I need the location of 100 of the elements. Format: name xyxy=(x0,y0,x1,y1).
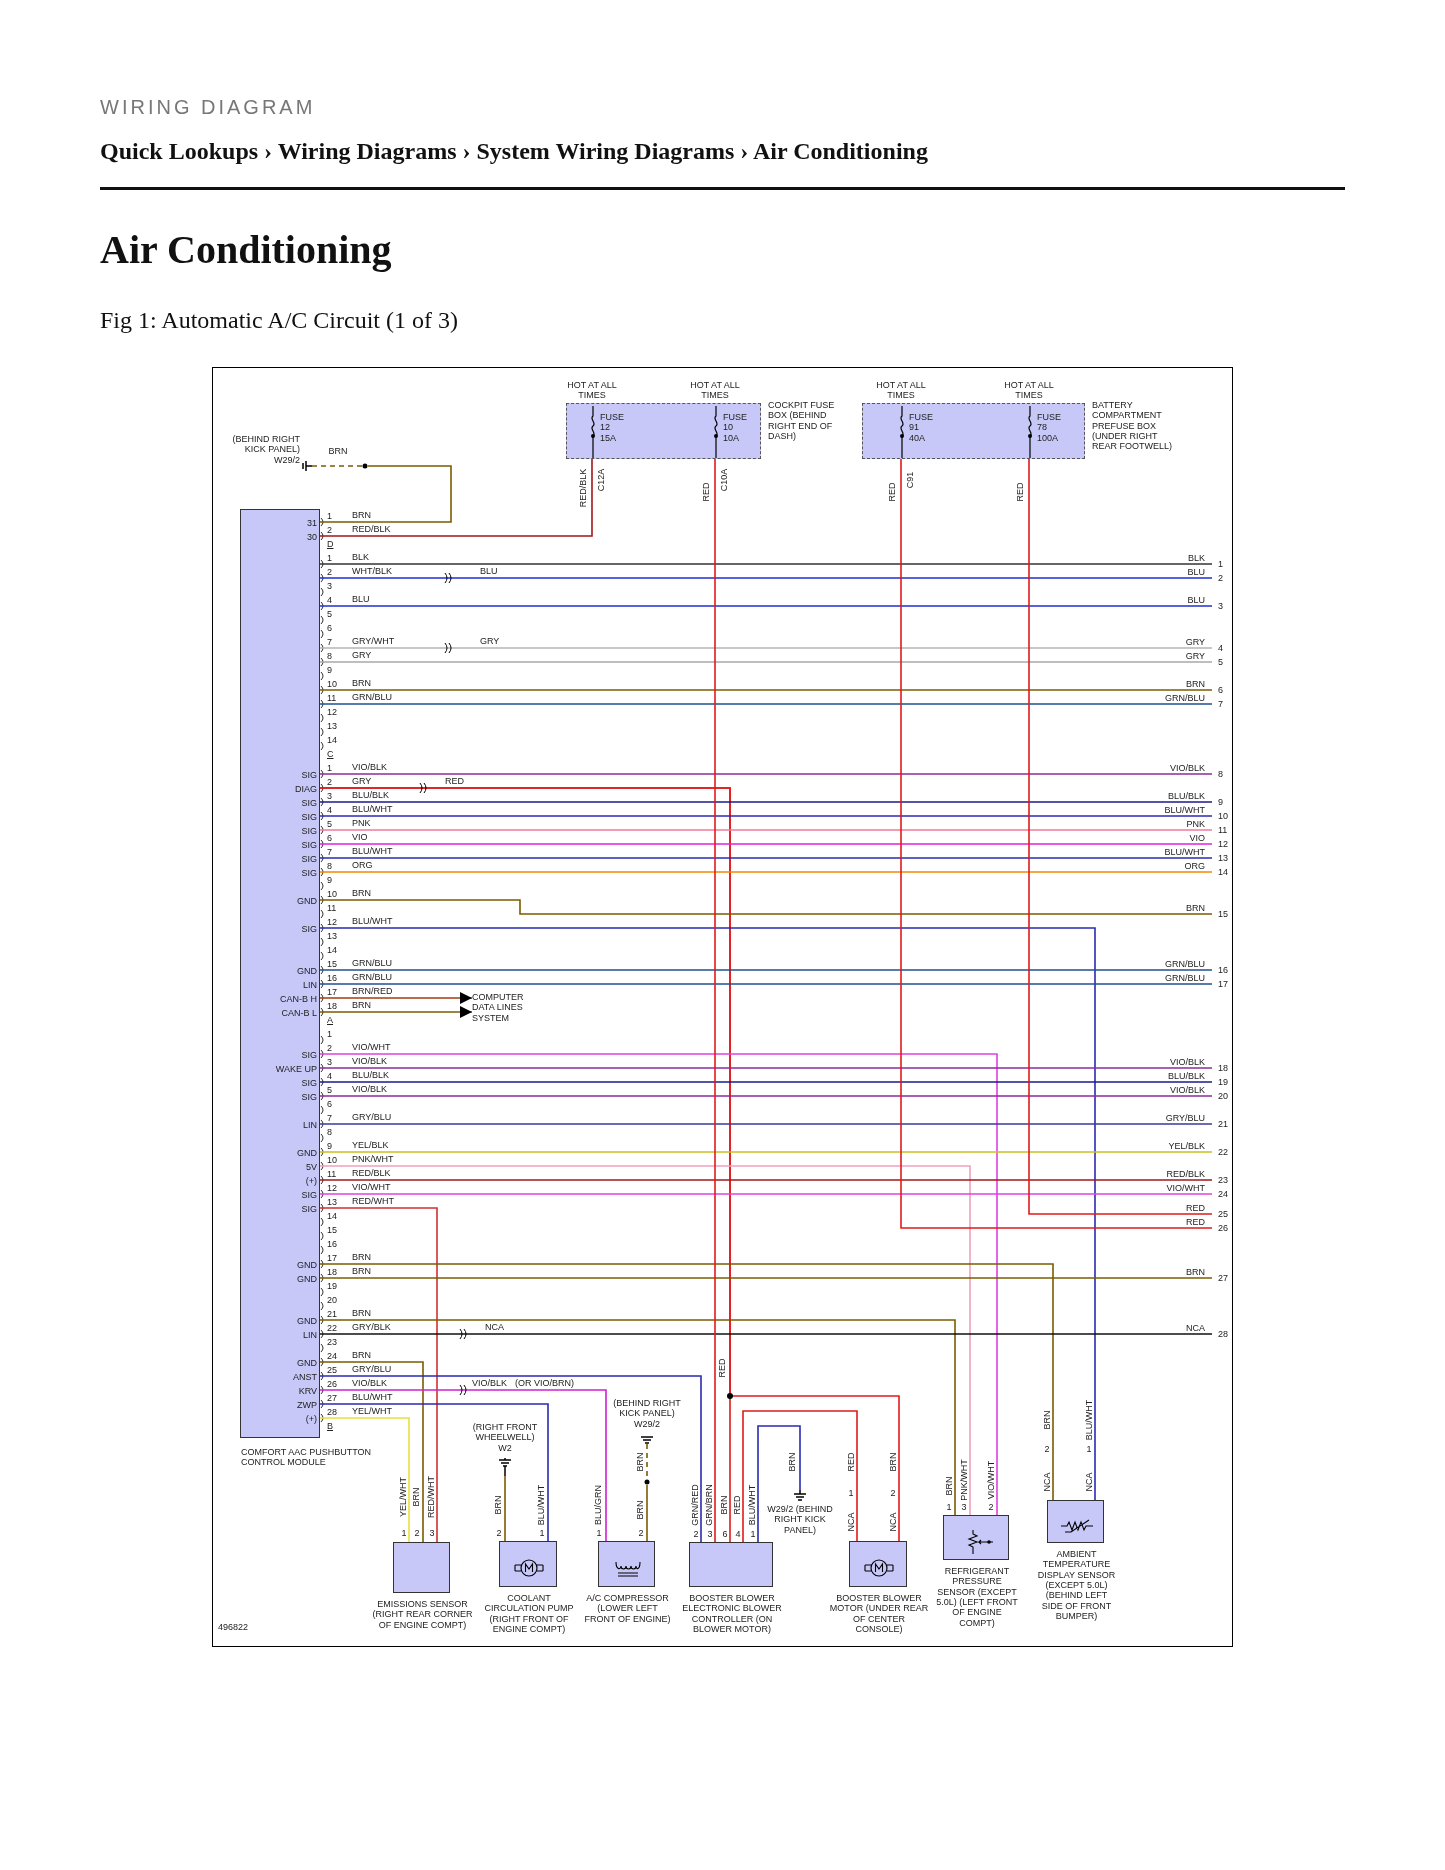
pin-number: 3 xyxy=(327,1057,332,1068)
pin-number: 18 xyxy=(327,1001,337,1012)
fuse-box-label: BATTERY COMPARTMENT PREFUSE BOX (UNDER RIGHT REAR FOOTWELL) xyxy=(1092,400,1173,452)
wire-color-label: BRN xyxy=(1186,903,1205,914)
wire xyxy=(319,563,1213,565)
wire-color-label: BLU xyxy=(1187,567,1205,578)
circuit-number: 9 xyxy=(1218,797,1223,808)
wire-color-label: BLU xyxy=(352,594,370,605)
wire-color-label: (OR VIO/BRN) xyxy=(515,1378,574,1389)
wire-color-label: GRY/WHT xyxy=(352,636,395,647)
wire-color-label: GRN/BLU xyxy=(352,958,392,969)
pin-number: 2 xyxy=(638,1528,644,1539)
wire xyxy=(319,1319,956,1516)
pin-number: 22 xyxy=(327,1323,337,1334)
pin-number: 6 xyxy=(722,1529,728,1540)
pin-number: 1 xyxy=(327,553,332,564)
wire-color-label: BRN xyxy=(1186,1267,1205,1278)
pin-label: ZWP xyxy=(297,1400,317,1411)
pin-label: CAN-B L xyxy=(281,1008,317,1019)
pin-number: 1 xyxy=(848,1488,854,1499)
pin-number: 11 xyxy=(327,903,337,914)
circuit-number: 14 xyxy=(1218,867,1228,878)
pin-number: 10 xyxy=(327,679,337,690)
wire-color-label: VIO/WHT xyxy=(985,1460,997,1500)
wire-color-label: BRN xyxy=(943,1476,955,1496)
pin-number: 14 xyxy=(327,1211,337,1222)
pin-number: HOT AT ALL TIMES xyxy=(1003,380,1055,401)
pin-number: 1 xyxy=(327,763,332,774)
wire-color-label: VIO/WHT xyxy=(1166,1183,1205,1194)
wire-color-label: BLU/WHT xyxy=(352,804,393,815)
pin-label: LIN xyxy=(303,1120,317,1131)
wire xyxy=(319,927,1096,1501)
wire-color-label: GRY xyxy=(1185,651,1205,662)
circuit-number: 13 xyxy=(1218,853,1228,864)
connector-label: D xyxy=(327,539,334,550)
wire xyxy=(319,703,1213,705)
pin-number: 1 xyxy=(596,1528,602,1539)
wire-color-label: BLU/WHT xyxy=(535,1484,547,1526)
wire-color-label: C12A xyxy=(595,468,607,492)
circuit-number: 4 xyxy=(1218,643,1223,654)
pin-number: 6 xyxy=(327,623,332,634)
wire-color-label: ORG xyxy=(352,860,373,871)
wire-color-label: PNK/WHT xyxy=(352,1154,394,1165)
wire xyxy=(319,605,1213,607)
wire-color-label: BLU/WHT xyxy=(352,916,393,927)
wire-color-label: BRN xyxy=(634,1500,646,1520)
fuse-label: FUSE 10 10A xyxy=(723,412,747,444)
wire xyxy=(319,787,900,1542)
wire-color-label: VIO/WHT xyxy=(352,1182,391,1193)
pin-label: LIN xyxy=(303,980,317,991)
pin-number: 17 xyxy=(327,987,337,998)
wire xyxy=(319,661,1213,663)
pin-label: (+) xyxy=(305,1414,317,1425)
wire-color-label: GRN/BLU xyxy=(1165,959,1205,970)
wire-color-label: VIO xyxy=(352,832,368,843)
pin-number: 1 xyxy=(327,511,332,522)
component-label: EMISSIONS SENSOR (RIGHT REAR CORNER OF ENGINE COMPT) xyxy=(371,1599,474,1631)
ground-label: W29/2 (BEHIND RIGHT KICK PANEL) xyxy=(766,1504,834,1536)
pin-number: 2 xyxy=(1044,1444,1050,1455)
pin-number: 19 xyxy=(327,1281,337,1292)
wire-color-label: RED xyxy=(886,482,898,502)
circuit-number: 2 xyxy=(1218,573,1223,584)
pin-number: 2 xyxy=(327,567,332,578)
wire-color-label: BRN xyxy=(1186,679,1205,690)
pin-number: 5 xyxy=(327,609,332,620)
wire-color-label: BRN xyxy=(352,510,371,521)
wire-color-label: GRN/BRN xyxy=(703,1484,715,1526)
circuit-number: 23 xyxy=(1218,1175,1228,1186)
pin-label: 5V xyxy=(306,1162,317,1173)
wire-color-label: RED xyxy=(1014,482,1026,502)
pin-number: 4 xyxy=(327,595,332,606)
circuit-number: 27 xyxy=(1218,1273,1228,1284)
pin-number: 2 xyxy=(693,1529,699,1540)
pin-label: (+) xyxy=(305,1176,317,1187)
pin-number: 4 xyxy=(327,1071,332,1082)
wire xyxy=(742,1410,858,1543)
wire-color-label: VIO/BLK xyxy=(1170,1057,1205,1068)
ground-label: (BEHIND RIGHT KICK PANEL) W29/2 xyxy=(612,1398,682,1430)
pin-number: 1 xyxy=(1086,1444,1092,1455)
wire-color-label: RED xyxy=(1186,1217,1205,1228)
circuit-number: 12 xyxy=(1218,839,1228,850)
pin-label: KRV xyxy=(298,1386,317,1397)
wire-color-label: WHT/BLK xyxy=(352,566,392,577)
component-label: REFRIGERANT PRESSURE SENSOR (EXCEPT 5.0L) (LEFT FRONT OF ENGINE COMPT) xyxy=(935,1566,1019,1629)
pin-number: 7 xyxy=(327,847,332,858)
pin-label: WAKE UP xyxy=(275,1064,317,1075)
pin-number: 10 xyxy=(327,1155,337,1166)
pin-number: 1 xyxy=(327,1029,332,1040)
wire-color-label: C10A xyxy=(718,468,730,492)
pin-label: SIG xyxy=(301,812,317,823)
circuit-number: 6 xyxy=(1218,685,1223,696)
wire xyxy=(319,829,1213,831)
pin-label: DIAG xyxy=(295,784,317,795)
wire-color-label: VIO/BLK xyxy=(472,1378,507,1389)
wire-color-label: YEL/BLK xyxy=(352,1140,389,1151)
wire xyxy=(319,857,1213,859)
pin-label: CAN-B H xyxy=(280,994,317,1005)
wire-color-label: GRY/BLU xyxy=(352,1364,392,1375)
pin-number: 15 xyxy=(327,959,337,970)
wire-color-label: RED/WHT xyxy=(425,1476,437,1518)
